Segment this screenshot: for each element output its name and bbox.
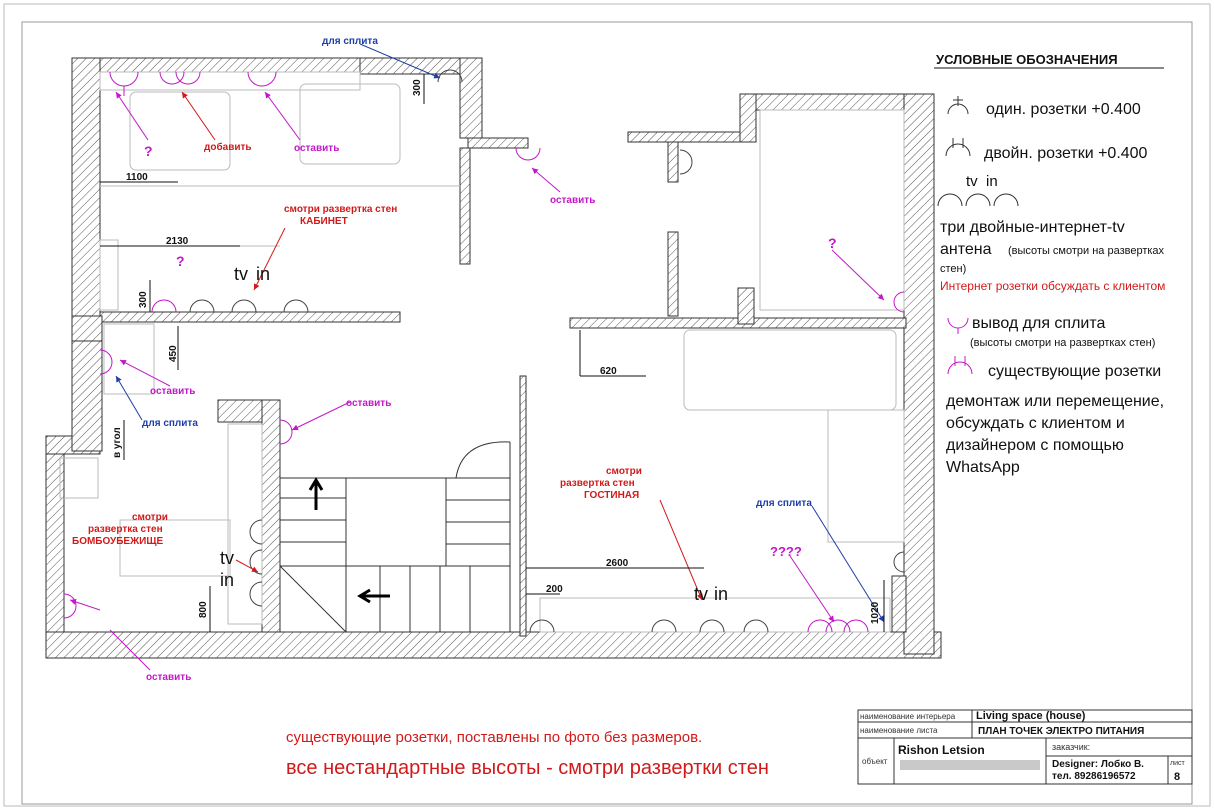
legend: УСЛОВНЫЕ ОБОЗНАЧЕНИЯ один. розетки +0.40…: [934, 52, 1165, 476]
tv-label-2: tv: [220, 548, 234, 568]
tb-object-label: объект: [862, 757, 888, 766]
corner-label: в угол: [112, 427, 123, 458]
legend-single-label: один. розетки +0.400: [986, 101, 1141, 118]
tb-object-value: Rishon Letsion: [898, 743, 985, 757]
tb-sheet-label: наименование листа: [860, 726, 938, 735]
legend-triple-note-2: стен): [940, 263, 966, 275]
question-label-2: ?: [176, 253, 185, 269]
note-line-2: все нестандартные высоты - смотри развер…: [286, 757, 769, 779]
dim-300-left: 300: [138, 291, 149, 308]
furniture: [59, 71, 905, 633]
legend-split-note: (высоты смотри на развертках стен): [970, 337, 1155, 349]
split-label-3: для сплита: [756, 498, 812, 509]
add-label: добавить: [204, 141, 252, 153]
plan-labels: для сплита добавить оставить ? оставить …: [72, 36, 837, 683]
dim-200: 200: [546, 584, 563, 595]
new-sockets: [189, 69, 905, 633]
question-label-3: ?: [828, 235, 837, 251]
tb-customer-label: заказчик:: [1052, 742, 1090, 752]
staircase: [279, 441, 511, 633]
in-label-1: in: [256, 264, 270, 284]
legend-existing-2: обсуждать с клиентом и: [946, 415, 1125, 432]
legend-tv: tv: [966, 173, 978, 190]
legend-internet-note: Интернет розетки обсуждать с клиентом: [940, 279, 1165, 293]
tv-label-3: tv: [694, 584, 708, 604]
tv-label-1: tv: [234, 264, 248, 284]
legend-triple-socket-icon: [937, 193, 1019, 207]
cabinet-label-2: КАБИНЕТ: [300, 216, 348, 227]
dim-2600: 2600: [606, 558, 629, 569]
in-label-2: in: [220, 570, 234, 590]
existing-sockets: [63, 71, 905, 633]
keep-label-4: оставить: [346, 398, 391, 409]
legend-split-label: вывод для сплита: [972, 315, 1106, 332]
legend-triple-2: антена: [940, 241, 992, 258]
walls: [45, 57, 942, 659]
legend-in: in: [986, 173, 998, 190]
dim-620: 620: [600, 366, 617, 377]
dimension-values: 300 1100 2130 300 450 620 800 2600 200 1…: [126, 79, 881, 624]
legend-triple-note-1: (высоты смотри на развертках: [1008, 245, 1165, 257]
dimension-lines: [100, 74, 885, 632]
legend-existing-icon: [947, 356, 973, 375]
split-label-1: для сплита: [322, 36, 378, 47]
keep-label-5: оставить: [146, 672, 191, 683]
dim-300-top: 300: [412, 79, 423, 96]
title-block: [857, 709, 1193, 785]
legend-double-label: двойн. розетки +0.400: [984, 145, 1148, 162]
stair-down-arrow: [357, 588, 390, 604]
bomb-label-1: смотри: [132, 512, 168, 523]
stair-up-arrow: [308, 477, 324, 510]
in-label-3: in: [714, 584, 728, 604]
dim-800: 800: [198, 601, 209, 618]
dim-1100: 1100: [126, 172, 148, 183]
tb-interior-value: Living space (house): [976, 710, 1086, 722]
dim-2130: 2130: [166, 236, 189, 247]
living-label-3: ГОСТИНАЯ: [584, 490, 639, 501]
question-label-1: ?: [144, 143, 153, 159]
legend-single-socket-icon: [947, 96, 969, 115]
note-line-1: существующие розетки, поставлены по фото…: [286, 729, 702, 746]
cabinet-label-1: смотри развертка стен: [284, 204, 397, 215]
question-label-4: ????: [770, 544, 802, 559]
tb-designer: Designer: Лобко В.: [1052, 758, 1144, 770]
split-label-2: для сплита: [142, 418, 198, 429]
legend-title: УСЛОВНЫЕ ОБОЗНАЧЕНИЯ: [936, 52, 1118, 67]
inner-frame: [21, 21, 1193, 805]
legend-split-icon: [947, 317, 969, 334]
dim-450: 450: [168, 345, 179, 362]
legend-existing-label: существующие розетки: [988, 363, 1161, 380]
tb-interior-label: наименование интерьера: [860, 712, 956, 721]
keep-label-1: оставить: [294, 143, 339, 154]
tb-redacted-address: [900, 760, 1040, 770]
keep-label-3: оставить: [150, 386, 195, 397]
title-block-text: наименование интерьера Living space (hou…: [860, 710, 1185, 783]
legend-triple-1: три двойные-интернет-tv: [940, 219, 1125, 236]
legend-double-socket-icon: [945, 138, 971, 157]
keep-label-2: оставить: [550, 195, 595, 206]
tb-phone: тел. 89286196572: [1052, 771, 1136, 782]
dim-1020: 1020: [870, 601, 881, 624]
legend-existing-1: демонтаж или перемещение,: [946, 393, 1164, 410]
tb-page-label: лист: [1170, 760, 1185, 767]
tb-sheet-value: ПЛАН ТОЧЕК ЭЛЕКТРО ПИТАНИЯ: [978, 726, 1144, 737]
pointer-lines: [69, 43, 885, 671]
bomb-label-2: развертка стен: [88, 524, 163, 535]
legend-existing-3: дизайнером с помощью: [946, 437, 1124, 454]
bomb-label-3: БОМБОУБЕЖИЩЕ: [72, 536, 164, 547]
outer-frame: [3, 3, 1211, 807]
living-label-2: развертка стен: [560, 478, 635, 489]
tb-page-number: 8: [1174, 771, 1180, 783]
living-label-1: смотри: [606, 466, 642, 477]
legend-existing-4: WhatsApp: [946, 459, 1020, 476]
